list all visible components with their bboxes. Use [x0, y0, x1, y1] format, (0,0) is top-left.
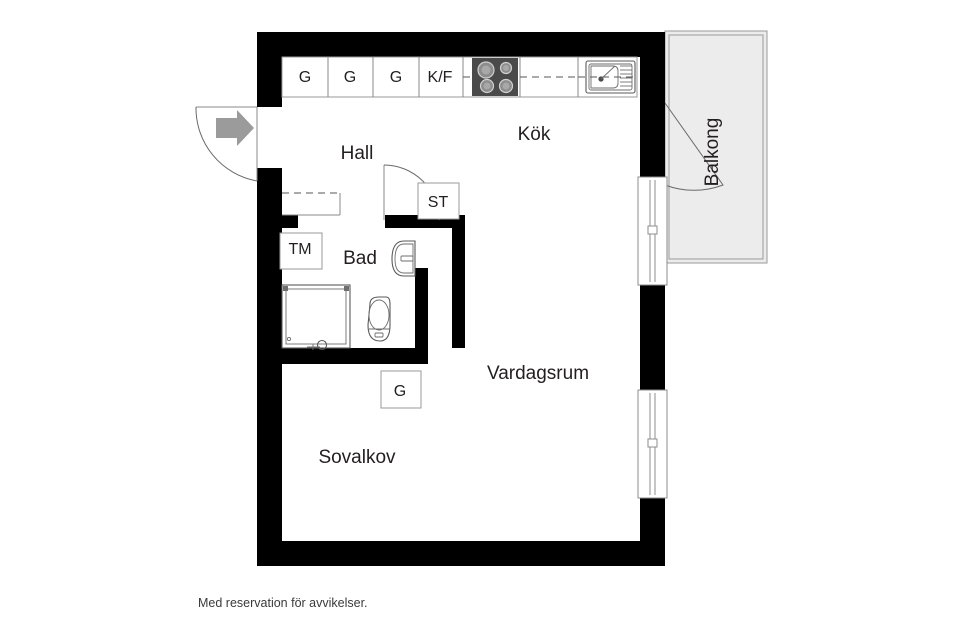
unit-tvattmaskin — [279, 232, 323, 270]
exterior-walls — [257, 32, 665, 566]
unit-label-garderob-4: G — [394, 383, 406, 400]
unit-labels: G G G K/F ST TM G — [288, 69, 452, 400]
disclaimer-text: Med reservation för avvikelser. — [198, 596, 368, 610]
balcony-door-swing — [664, 102, 724, 191]
entrance-door — [195, 106, 258, 182]
unit-label-garderob-2: G — [344, 69, 356, 86]
hall-closet-dashed — [282, 192, 341, 216]
bathroom-fixtures — [281, 240, 416, 351]
stove-hob-icon — [472, 58, 518, 96]
unit-label-tvattmaskin: TM — [288, 241, 311, 258]
entry-door-swing — [195, 106, 258, 182]
room-label-sovalkov: Sovalkov — [318, 447, 396, 468]
room-label-bad: Bad — [343, 248, 377, 269]
unit-label-garderob-3: G — [390, 69, 402, 86]
unit-stadskap — [417, 182, 460, 220]
shower-cabin-icon — [281, 284, 351, 351]
room-label-vardagsrum: Vardagsrum — [487, 363, 589, 384]
window-upper — [637, 176, 668, 286]
unit-garderob-4 — [380, 370, 422, 409]
unit-label-kyl-frys: K/F — [428, 69, 453, 86]
room-label-kok: Kök — [518, 124, 551, 145]
wash-basin-icon — [391, 240, 416, 277]
room-label-balkong: Balkong — [702, 118, 723, 187]
kitchen-counter-run — [281, 56, 638, 98]
window-lower — [637, 389, 668, 499]
unit-label-stadskap: ST — [428, 194, 449, 211]
room-label-hall: Hall — [341, 143, 374, 164]
toilet-icon — [367, 296, 391, 342]
kitchen-sink-icon — [585, 60, 636, 94]
balcony-area — [664, 30, 768, 264]
entrance-arrow-icon — [216, 110, 254, 146]
room-labels: Kök Hall Bad Vardagsrum Sovalkov Balkong — [318, 118, 723, 468]
unit-label-garderob-1: G — [299, 69, 311, 86]
